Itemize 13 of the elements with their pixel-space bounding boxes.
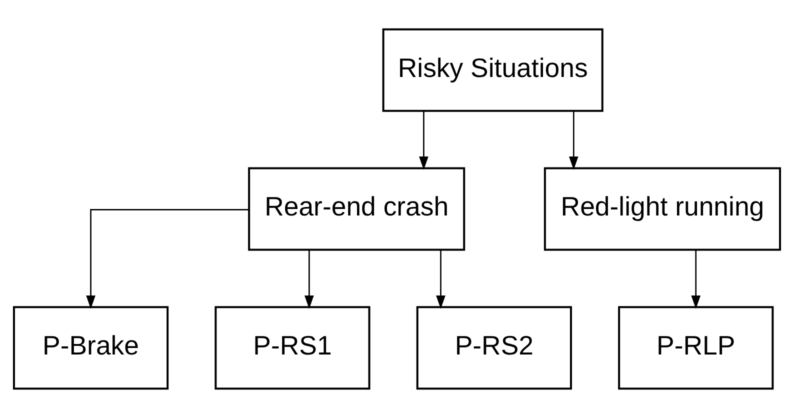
- arrow: [419, 111, 428, 170]
- node-box: Red-light running: [544, 167, 782, 251]
- node-box: P-RLP: [618, 306, 774, 390]
- arrow: [86, 209, 249, 309]
- node-box: Rear-end crash: [248, 167, 466, 251]
- arrow: [691, 250, 701, 309]
- node-box: P-RS2: [416, 306, 572, 390]
- node-box: P-RS1: [214, 306, 370, 390]
- arrow: [568, 111, 578, 170]
- node-box: Risky Situations: [382, 28, 604, 112]
- node-box: P-Brake: [12, 306, 169, 390]
- arrow: [436, 250, 446, 309]
- arrow: [304, 250, 314, 309]
